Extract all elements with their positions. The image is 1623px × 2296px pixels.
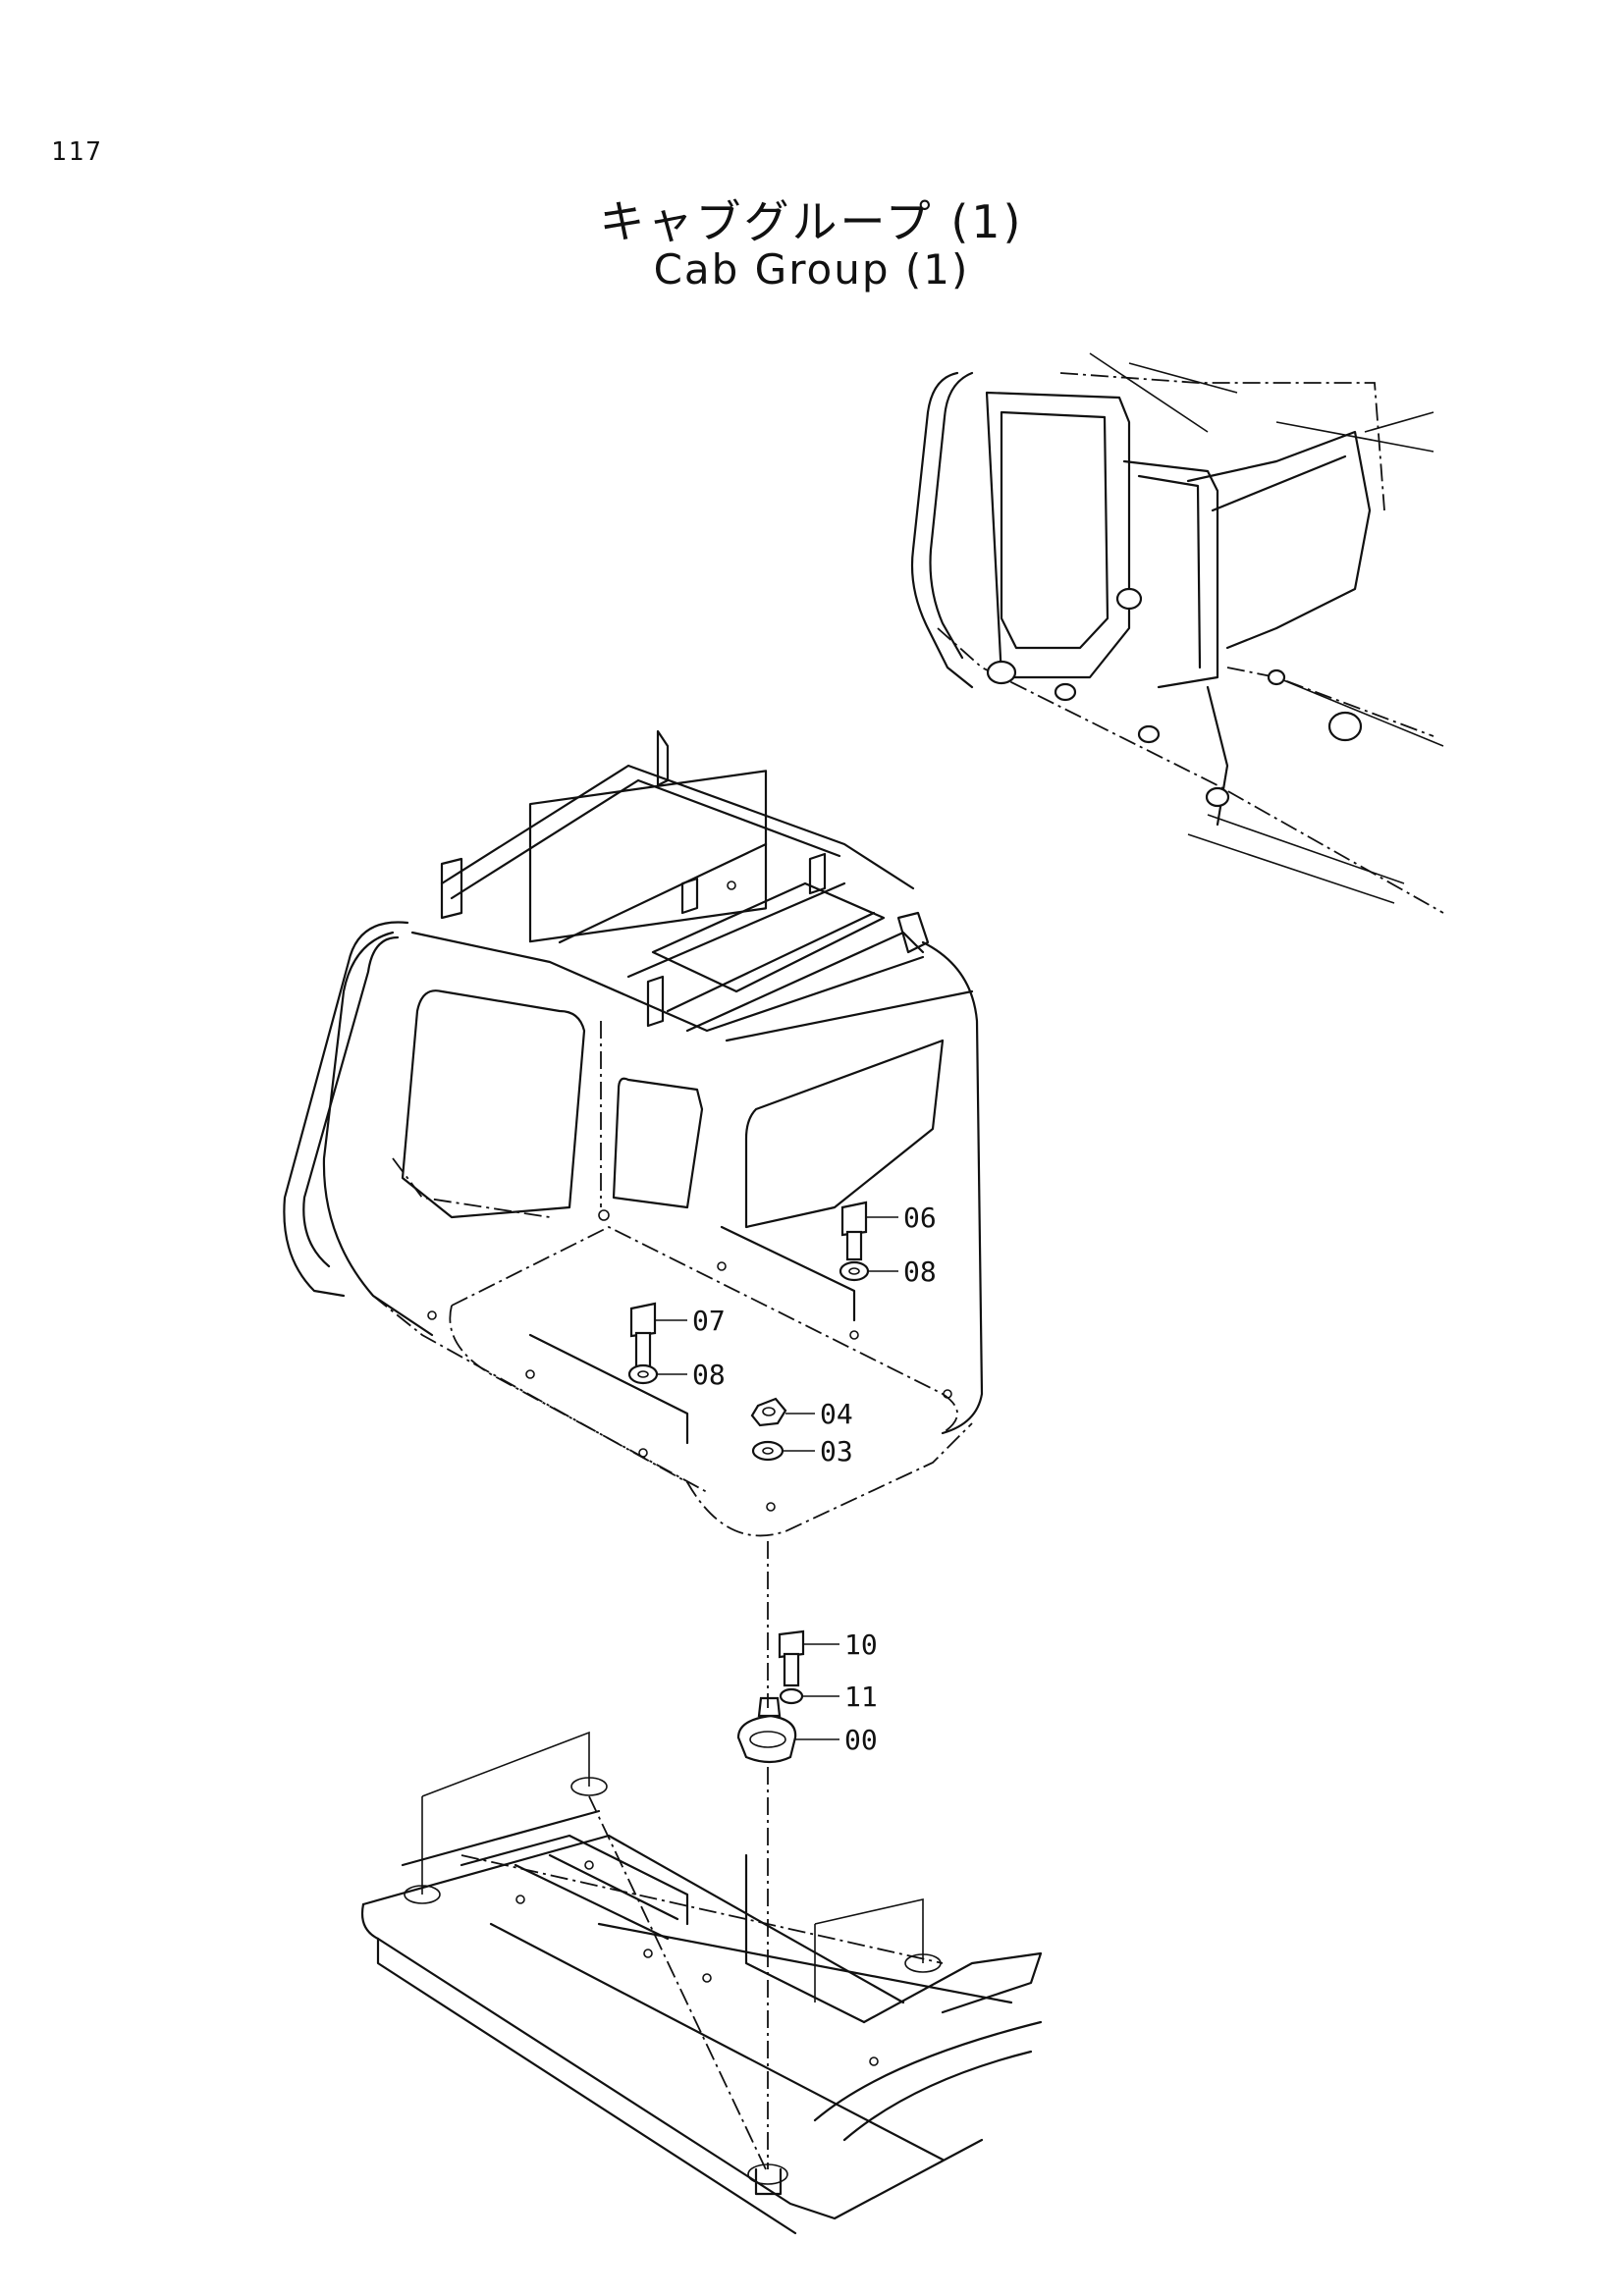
callout-10: 10	[844, 1629, 878, 1661]
bolt-06	[840, 1201, 898, 1261]
spring-washer-11	[779, 1687, 839, 1705]
bolt-07	[629, 1302, 687, 1372]
cab-assembly	[283, 729, 984, 1537]
callout-06: 06	[903, 1201, 937, 1234]
callout-04: 04	[820, 1398, 853, 1430]
callout-08-upper: 08	[903, 1255, 937, 1288]
washer-08-upper	[839, 1260, 898, 1282]
cab-installed-view	[910, 352, 1444, 914]
frame-base	[360, 1731, 1043, 2235]
callout-00: 00	[844, 1724, 878, 1756]
callout-11: 11	[844, 1681, 878, 1713]
washer-08-lower	[627, 1363, 687, 1385]
callout-03: 03	[820, 1435, 853, 1468]
title-japanese: キャブグループ (1)	[599, 195, 1024, 248]
rubber-mount-00	[736, 1696, 839, 1764]
callout-08-lower: 08	[692, 1359, 726, 1391]
title-english: Cab Group (1)	[653, 245, 970, 294]
nut-04	[750, 1397, 815, 1427]
callout-07: 07	[692, 1305, 726, 1337]
page-number: 117	[51, 137, 103, 167]
washer-03	[751, 1440, 815, 1462]
bolt-10	[778, 1629, 839, 1687]
